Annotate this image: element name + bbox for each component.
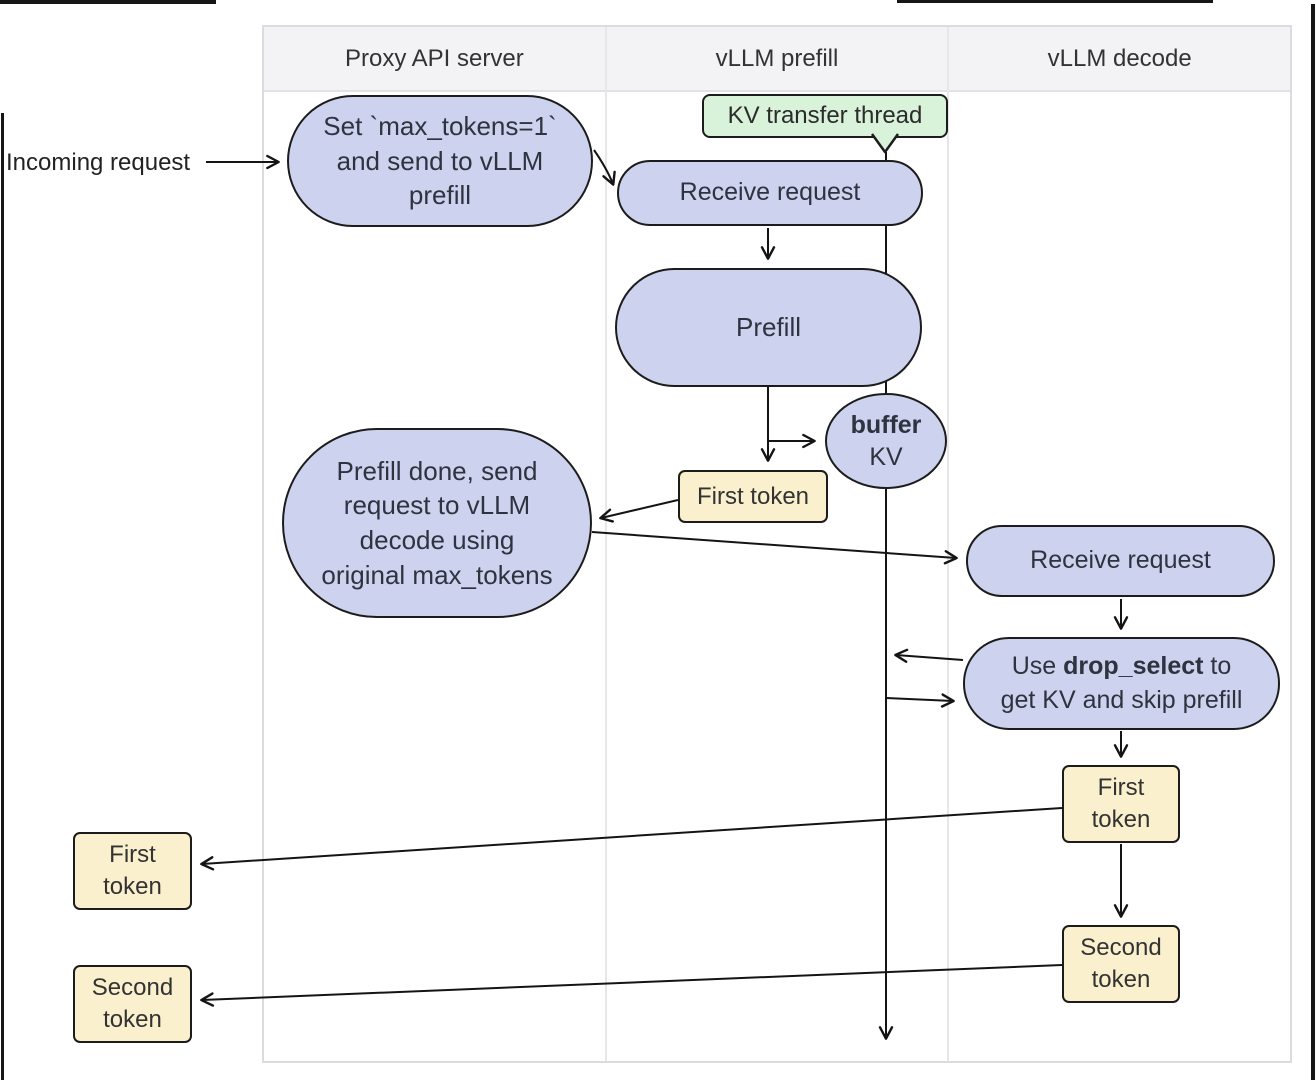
node-label-line: Prefill done, send — [336, 455, 538, 486]
node-kv-transfer-thread: KV transfer thread — [702, 94, 948, 138]
node-label: First token — [696, 482, 810, 510]
node-label-line: token — [1091, 966, 1151, 993]
node-second-token-decode: Second token — [1062, 925, 1180, 1003]
lane-header-vllm-decode: vLLM decode — [949, 27, 1291, 92]
frame-border-top-right — [897, 0, 1213, 3]
lane-vllm-decode: vLLM decode — [949, 27, 1291, 1061]
node-buffer-kv: buffer KV — [825, 393, 947, 489]
node-label-segment: to — [1203, 652, 1232, 681]
node-second-token-output: Second token — [73, 965, 192, 1043]
node-label-line: token — [103, 873, 162, 900]
node-label: KV — [869, 443, 903, 471]
node-label-line: Second — [91, 974, 174, 1002]
node-label-line: Second — [1080, 934, 1162, 962]
frame-border-top-left — [0, 0, 216, 4]
node-first-token-prefill: First token — [678, 470, 828, 523]
node-label-line: prefill — [408, 180, 472, 211]
node-label: Receive request — [679, 178, 861, 207]
incoming-request-label: Incoming request — [6, 149, 191, 176]
node-label-line: get KV and skip prefill — [1000, 685, 1243, 714]
node-label: Prefill — [735, 312, 801, 343]
node-label: Receive request — [1030, 546, 1211, 575]
node-label-line: Use drop_select to — [1012, 650, 1232, 683]
node-label-line: token — [1091, 806, 1151, 833]
node-first-token-decode: First token — [1062, 765, 1180, 843]
lane-header-proxy-api-server: Proxy API server — [264, 27, 605, 92]
node-first-token-output: First token — [73, 832, 192, 910]
node-label-bold: drop_select — [1063, 652, 1204, 681]
frame-border-left — [1, 113, 4, 1080]
node-label-line: First — [1097, 774, 1145, 802]
node-label-line: and send to vLLM — [336, 145, 544, 176]
node-receive-request-decode: Receive request — [966, 525, 1275, 597]
node-prefill: Prefill — [615, 268, 922, 387]
node-label-segment: Use — [1011, 652, 1064, 681]
node-label-line: token — [103, 1006, 162, 1033]
node-label-line: decode using — [359, 525, 515, 555]
node-label-line: request to vLLM — [343, 490, 531, 521]
node-set-max-tokens: Set `max_tokens=1` and send to vLLM pref… — [287, 95, 593, 227]
node-label-line: First — [109, 841, 156, 869]
node-label: KV transfer thread — [727, 102, 923, 130]
node-label-line: original max_tokens — [321, 559, 553, 590]
lane-header-vllm-prefill: vLLM prefill — [606, 27, 948, 92]
node-prefill-done: Prefill done, send request to vLLM decod… — [282, 428, 592, 618]
node-receive-request-prefill: Receive request — [617, 160, 923, 226]
frame-border-right — [1311, 4, 1315, 1080]
node-use-drop-select: Use drop_select to get KV and skip prefi… — [963, 637, 1280, 730]
node-label-line: Set `max_tokens=1` — [323, 111, 557, 142]
node-label-bold: buffer — [850, 411, 922, 439]
